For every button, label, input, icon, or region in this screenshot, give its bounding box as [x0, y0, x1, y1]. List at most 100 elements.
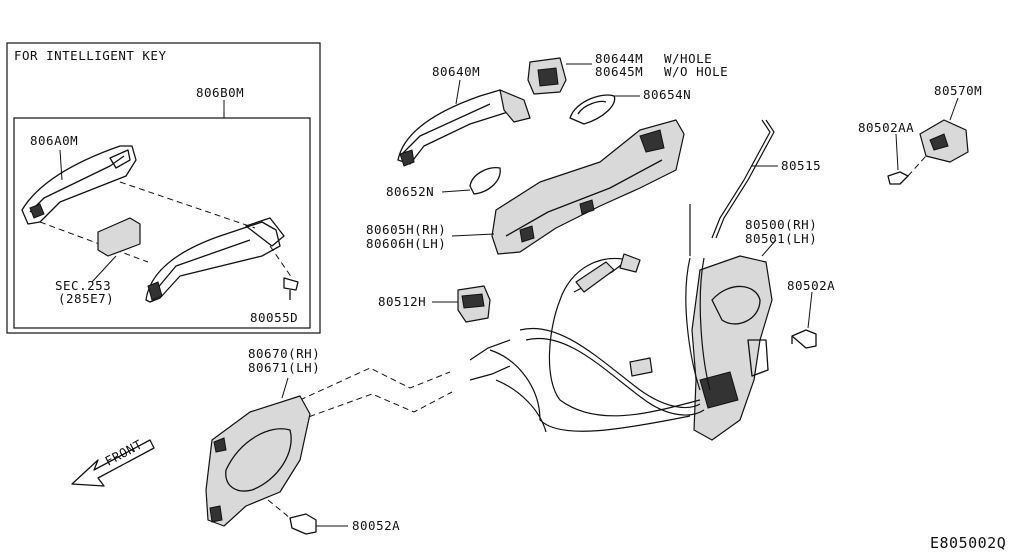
lock-actuator-connector	[747, 339, 769, 377]
assembly-line-inside-1	[299, 367, 451, 401]
handle-cover-slot	[29, 203, 45, 219]
label-285e7: (285E7)	[58, 291, 114, 306]
gasket-80652n	[469, 167, 501, 195]
cable-a	[685, 257, 701, 391]
handle-cover-806a0m	[21, 145, 137, 225]
inside-handle-group: 80670(RH) 80671(LH) 80052A	[205, 346, 453, 535]
handle-body-clip	[147, 281, 163, 301]
striker-group: 80570M 80502AA	[858, 83, 982, 185]
screw-80055d	[283, 277, 299, 300]
label-80671: 80671(LH)	[248, 360, 320, 375]
label-80644m: 80644M	[595, 51, 643, 66]
cable-b	[699, 257, 711, 391]
label-80500: 80500(RH)	[745, 217, 817, 232]
cable-boot-3	[629, 357, 653, 377]
label-806b0m: 806B0M	[196, 85, 244, 100]
assembly-line-inside-2	[299, 391, 453, 421]
label-80652n: 80652N	[386, 184, 434, 199]
assembly-line-2	[39, 221, 149, 263]
handle-bracket-mount	[639, 129, 665, 153]
gasket-80654n	[569, 94, 616, 125]
inside-handle-clip	[213, 437, 227, 453]
label-80512h: 80512H	[378, 294, 426, 309]
label-sec253: SEC.253	[55, 278, 111, 293]
lock-actuator-gear	[711, 285, 761, 325]
label-80515: 80515	[781, 158, 821, 173]
handle-body-end	[245, 217, 285, 247]
cable-h	[489, 349, 691, 432]
label-80570m: 80570M	[934, 83, 982, 98]
outside-handle-hinge	[499, 89, 531, 123]
leader-80652n	[441, 189, 471, 193]
connector-80512h-face	[461, 293, 485, 309]
cable-d	[548, 257, 701, 417]
label-80645m: 80645M	[595, 64, 643, 79]
leader-80640m	[455, 79, 461, 105]
key-cap-group: 80644M 80645M W/HOLE W/O HOLE	[527, 51, 728, 95]
screw-80052a	[289, 513, 317, 535]
label-80606h: 80606H(LH)	[366, 236, 446, 251]
rod-80515-group: 80515	[711, 119, 821, 239]
handle-body-inset	[145, 221, 281, 303]
assembly-line-1	[119, 181, 256, 229]
label-w-hole: W/HOLE	[664, 51, 712, 66]
leader-80670	[281, 377, 289, 399]
outside-handle-group: 80640M	[397, 64, 531, 167]
inset-frame	[6, 42, 321, 334]
handle-bracket-hole-2	[579, 199, 595, 215]
inside-handle-mount	[209, 505, 223, 523]
gasket-80652n-group: 80652N	[386, 167, 501, 199]
leader-806a0m	[59, 149, 63, 181]
assembly-line-striker	[907, 155, 927, 177]
inside-handle-80670	[205, 395, 311, 527]
cable-i	[495, 379, 547, 433]
label-80502a: 80502A	[787, 278, 835, 293]
leader-80570m	[949, 97, 959, 121]
outside-handle-ridge	[401, 103, 491, 155]
leader-80500	[761, 239, 777, 257]
diagram-code: E805002Q	[930, 534, 1006, 552]
cable-j	[469, 339, 511, 361]
rod-80515	[711, 119, 771, 239]
label-80670: 80670(RH)	[248, 346, 320, 361]
assembly-line-screw	[267, 499, 291, 519]
label-wo-hole: W/O HOLE	[664, 64, 728, 79]
intelligent-key-inset: FOR INTELLIGENT KEY 806B0M 806A0M SEC.25…	[6, 42, 321, 334]
cable-g	[525, 337, 705, 416]
gasket-80654n-group: 80654N	[569, 87, 691, 125]
inside-handle-lever	[225, 428, 292, 492]
gasket-80654n-inner	[577, 100, 607, 115]
lock-actuator-group: 80500(RH) 80501(LH) 80502A	[691, 217, 835, 441]
striker-loop	[929, 133, 949, 151]
handle-bracket-hole-1	[519, 225, 535, 243]
leader-80605h	[451, 233, 495, 237]
screw-80502aa	[887, 171, 909, 185]
handle-body-ridge	[155, 239, 251, 291]
connector-80512h-group: 80512H	[378, 285, 491, 323]
lock-actuator-80500	[691, 255, 773, 441]
front-indicator: FRONT	[71, 437, 155, 487]
screw-80502a	[791, 329, 817, 349]
label-80502aa: 80502AA	[858, 120, 914, 135]
leader-80502a	[807, 291, 813, 329]
label-80501: 80501(LH)	[745, 231, 817, 246]
cable-set	[469, 204, 711, 433]
sec253-component	[97, 217, 141, 257]
leader-80502aa	[895, 133, 899, 171]
cable-k	[469, 365, 511, 381]
cable-f	[519, 327, 701, 409]
handle-cover-tab	[109, 149, 131, 169]
cable-boot-1	[575, 261, 615, 293]
label-80654n: 80654N	[643, 87, 691, 102]
cable-boot-2	[619, 253, 641, 273]
outside-handle-80640m	[397, 89, 513, 165]
label-806a0m: 806A0M	[30, 133, 78, 148]
handle-bracket-group: 80605H(RH) 80606H(LH)	[366, 119, 685, 255]
label-80605h: 80605H(RH)	[366, 222, 446, 237]
label-80640m: 80640M	[432, 64, 480, 79]
label-80055d: 80055D	[250, 310, 298, 325]
rod-80515-edge	[715, 119, 775, 239]
label-80052a: 80052A	[352, 518, 400, 533]
leader-sec253	[91, 255, 117, 283]
